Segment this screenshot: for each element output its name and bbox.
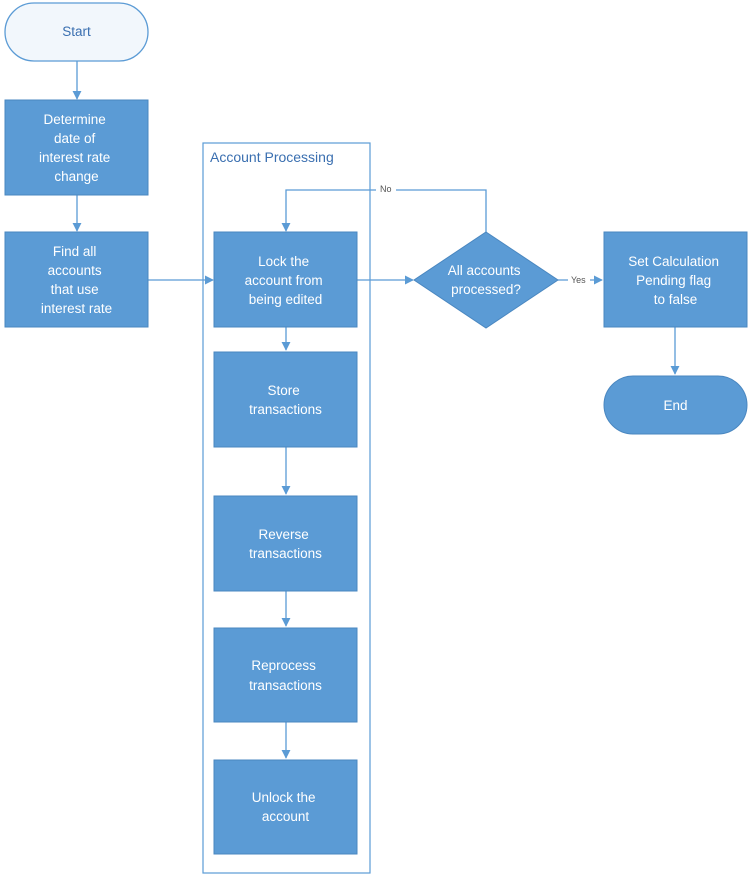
reprocess-transactions-box[interactable]	[213, 627, 358, 723]
set-flag-text: Set Calculation Pending flag to false	[628, 254, 723, 307]
container-title: Account Processing	[210, 149, 334, 165]
connectors	[72, 61, 680, 759]
determine-date-text: Determine date of interest rate change	[39, 112, 114, 184]
store-transactions-text: Store transactions	[249, 383, 322, 417]
edge-decision-no-loop	[281, 189, 487, 232]
determine-date-box[interactable]	[4, 99, 149, 196]
store-transactions-box[interactable]	[213, 351, 358, 448]
all-processed-decision[interactable]	[413, 231, 559, 329]
unlock-account-box[interactable]	[213, 759, 358, 855]
lock-account-text: Lock the account from being edited	[245, 254, 327, 307]
edge-label-yes: Yes	[571, 275, 586, 285]
end-terminator[interactable]	[603, 375, 748, 435]
unlock-account-text: Unlock the account	[252, 790, 320, 824]
end-label: End	[663, 398, 687, 413]
find-accounts-box[interactable]	[4, 231, 149, 328]
reprocess-transactions-text: Reprocess transactions	[249, 658, 322, 693]
no-label-bg	[376, 183, 396, 195]
start-label: Start	[62, 24, 91, 39]
account-processing-container	[202, 142, 371, 874]
yes-label-bg	[568, 274, 590, 286]
lock-account-box[interactable]	[213, 231, 358, 328]
set-flag-box[interactable]	[603, 231, 748, 328]
reverse-transactions-text: Reverse transactions	[249, 527, 322, 561]
find-accounts-text: Find all accounts that use interest rate	[41, 244, 112, 316]
decision-text: All accounts processed?	[448, 263, 525, 297]
edge-label-no: No	[380, 184, 392, 194]
start-terminator[interactable]	[4, 2, 149, 62]
reverse-transactions-box[interactable]	[213, 495, 358, 592]
